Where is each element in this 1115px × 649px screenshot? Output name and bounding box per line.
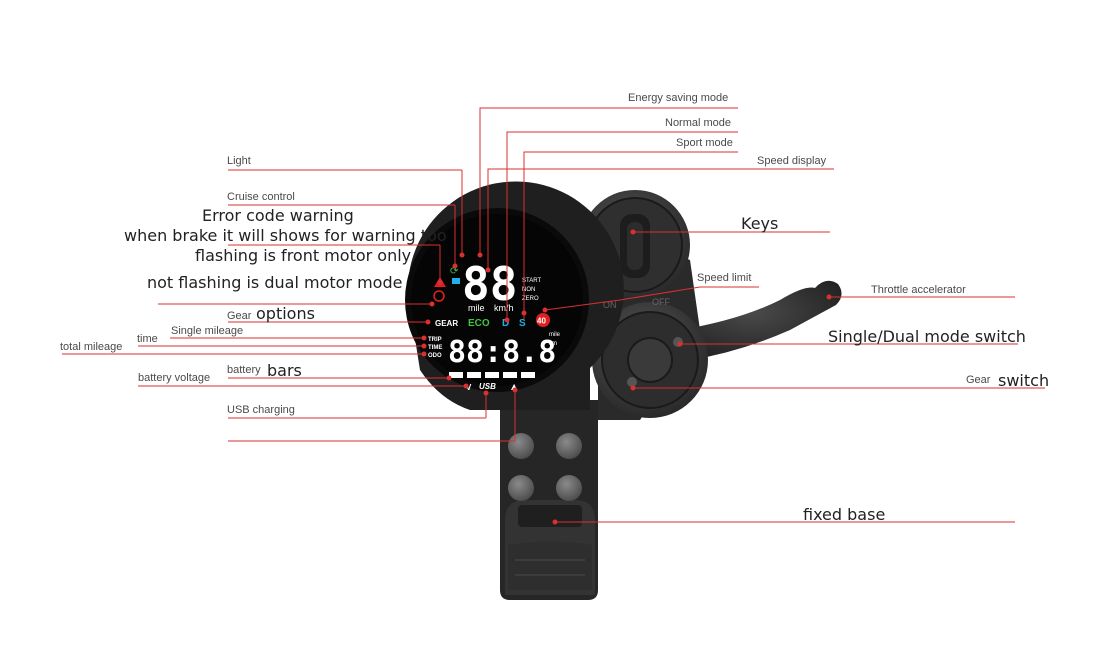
gear-label: GEAR bbox=[435, 319, 458, 328]
label-energy-saving-mode: Energy saving mode bbox=[628, 92, 729, 104]
speed-digits: 88 bbox=[462, 257, 517, 311]
label-single-mileage: Single mileage bbox=[171, 325, 244, 337]
label-gear-switch: switch bbox=[998, 371, 1050, 390]
switch-off-label: OFF bbox=[652, 297, 670, 307]
voltage-unit: V bbox=[466, 383, 472, 392]
lcd-display: 88 START NON ZERO mile km/h ⟳ GEAR ECO D… bbox=[428, 257, 670, 392]
label-normal-mode: Normal mode bbox=[665, 117, 732, 129]
usb-label: USB bbox=[479, 382, 496, 391]
label-total-mileage: total mileage bbox=[60, 341, 123, 353]
eco-indicator: ECO bbox=[468, 318, 490, 329]
label-battery-voltage: battery voltage bbox=[138, 372, 211, 384]
odo-label: ODO bbox=[428, 353, 442, 359]
unit-mile-small: mile bbox=[549, 332, 561, 338]
label-light: Light bbox=[227, 155, 251, 167]
unit-mile: mile bbox=[468, 303, 485, 313]
motor-mode-icon bbox=[433, 290, 445, 302]
battery-bars bbox=[449, 372, 535, 378]
label-gear-small: Gear bbox=[227, 310, 252, 322]
device-body bbox=[405, 181, 842, 600]
label-gear-options: options bbox=[256, 304, 315, 323]
unit-km-small: km bbox=[549, 341, 557, 347]
leader-dots bbox=[421, 229, 832, 525]
start-indicator: START bbox=[522, 278, 541, 284]
label-throttle-accelerator: Throttle accelerator bbox=[871, 284, 966, 296]
label-single-dual-switch: Single/Dual mode switch bbox=[828, 327, 1026, 346]
label-battery-small: battery bbox=[227, 364, 261, 376]
label-flashing-front: flashing is front motor only bbox=[195, 246, 412, 265]
time-label: TIME bbox=[428, 345, 442, 351]
speed-limit-badge bbox=[536, 313, 550, 327]
label-time: time bbox=[137, 333, 158, 345]
label-speed-limit: Speed limit bbox=[697, 272, 752, 284]
trip-label: TRIP bbox=[428, 337, 442, 343]
cruise-icon: ⟳ bbox=[450, 266, 459, 277]
up-arrow-icon: ▲ bbox=[511, 382, 518, 391]
unit-kmh: km/h bbox=[494, 303, 514, 313]
leader-lines bbox=[62, 107, 1045, 523]
d-indicator: D bbox=[502, 318, 509, 329]
zero-indicator: ZERO bbox=[522, 296, 539, 302]
label-gear-switch-small: Gear bbox=[966, 374, 991, 386]
label-keys: Keys bbox=[741, 214, 779, 233]
odometer-digits: 88:8.8 bbox=[448, 335, 556, 370]
label-not-flashing-dual: not flashing is dual motor mode bbox=[147, 273, 403, 292]
label-cruise-control: Cruise control bbox=[227, 191, 295, 203]
label-battery-bars: bars bbox=[267, 361, 302, 380]
speed-limit-value: 40 bbox=[537, 317, 546, 326]
non-indicator: NON bbox=[522, 287, 535, 293]
label-fixed-base: fixed base bbox=[803, 505, 886, 524]
label-error-code-warning: Error code warning bbox=[202, 206, 354, 225]
s-indicator: S bbox=[519, 318, 526, 329]
switch-on-label: ON bbox=[603, 300, 617, 310]
label-speed-display: Speed display bbox=[757, 155, 827, 167]
label-brake-warning: when brake it will shows for warning too bbox=[124, 226, 447, 245]
label-usb-charging: USB charging bbox=[227, 404, 295, 416]
light-icon bbox=[452, 278, 460, 284]
label-sport-mode: Sport mode bbox=[676, 137, 733, 149]
